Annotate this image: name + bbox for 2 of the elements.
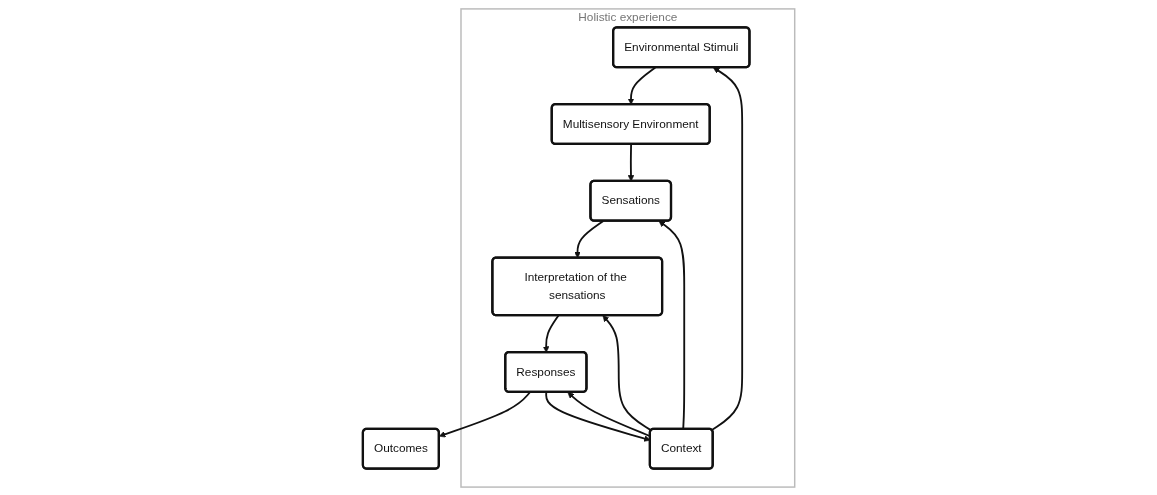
arrow	[602, 314, 652, 431]
arrow	[710, 66, 743, 431]
